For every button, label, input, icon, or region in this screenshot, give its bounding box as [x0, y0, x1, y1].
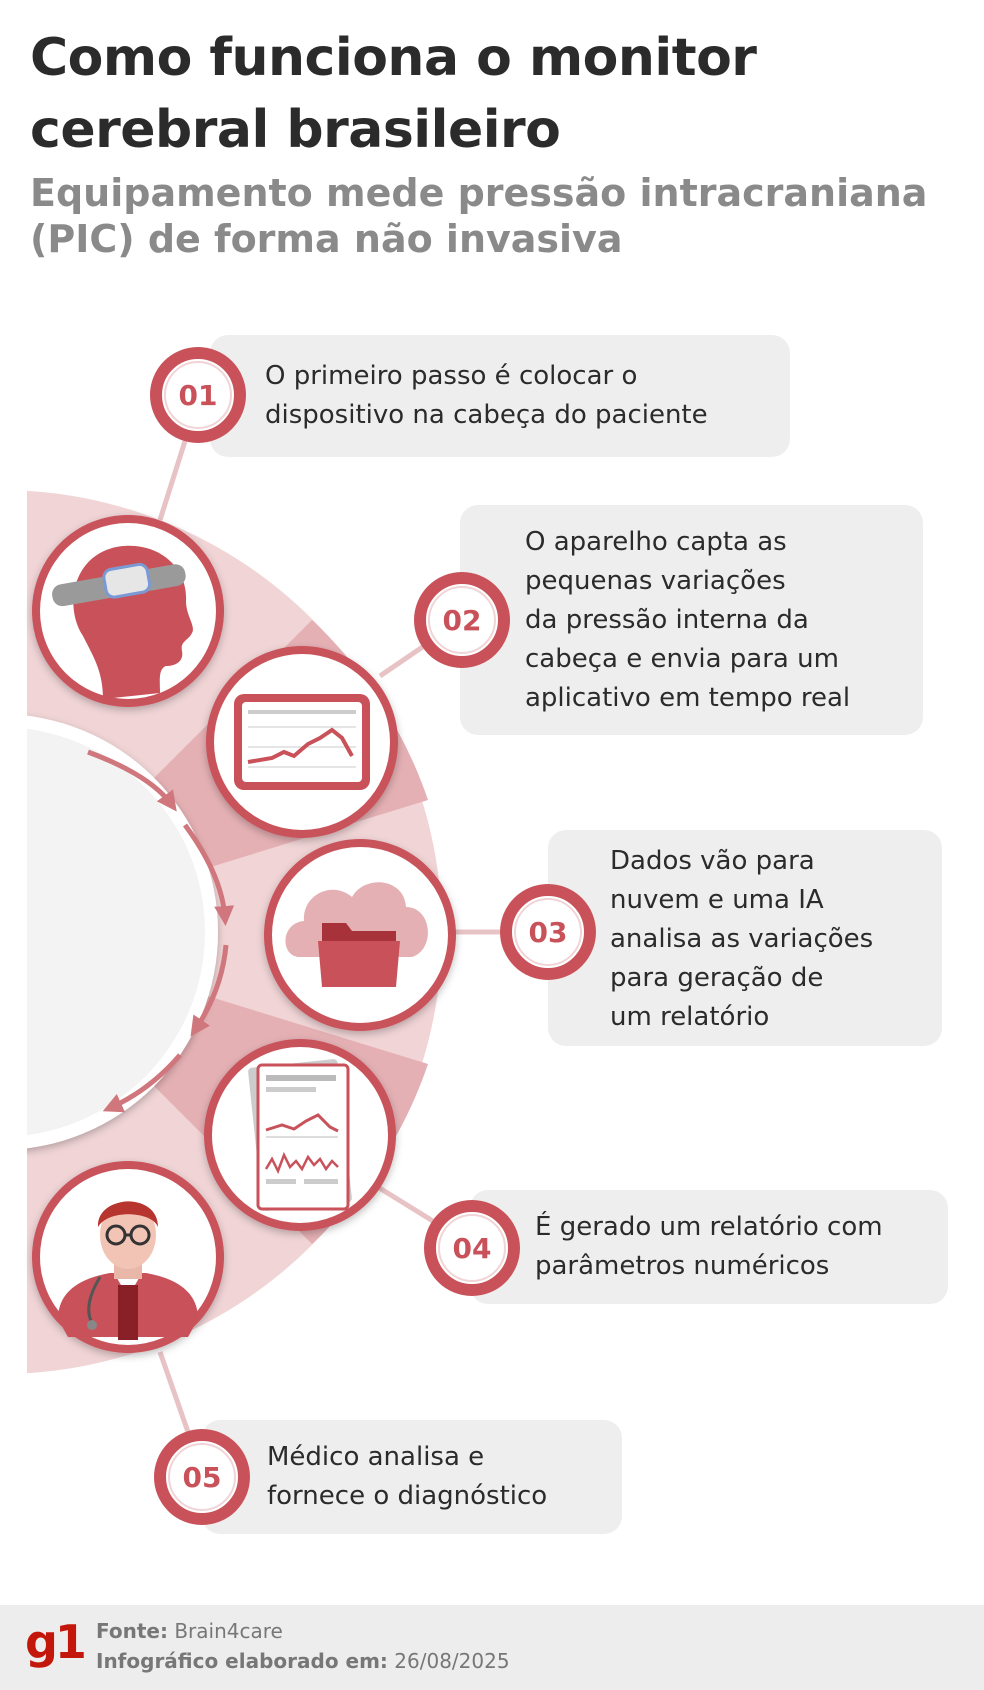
date-value: 26/08/2025 [394, 1649, 510, 1673]
source-label: Fonte: [96, 1619, 168, 1643]
step-text-line: para geração de [610, 963, 824, 993]
step-text-line: parâmetros numéricos [535, 1251, 830, 1281]
step-text-line: da pressão interna da [525, 605, 809, 635]
step-card-01: O primeiro passo é colocar o dispositivo… [210, 335, 790, 457]
step-text-line: fornece o diagnóstico [267, 1481, 548, 1511]
page-title: Como funciona o monitor cerebral brasile… [30, 28, 757, 160]
tablet-chart-icon [206, 646, 398, 838]
step-text-line: analisa as variações [610, 924, 874, 954]
source-line: Fonte: Brain4care [96, 1619, 283, 1643]
head-with-sensor-icon [32, 515, 224, 707]
date-line: Infográfico elaborado em: 26/08/2025 [96, 1649, 510, 1673]
step-card-05: Médico analisa e fornece o diagnóstico [202, 1420, 622, 1534]
source-value: Brain4care [174, 1619, 283, 1643]
step-text-line: um relatório [610, 1002, 770, 1032]
step-text-line: cabeça e envia para um [525, 644, 839, 674]
report-document-icon [204, 1039, 396, 1231]
flow-arrows [87, 749, 235, 1113]
step-card-03: Dados vão para nuvem e uma IA analisa as… [548, 830, 942, 1046]
step-text-line: O aparelho capta as [525, 527, 787, 557]
cloud-folder-icon [264, 839, 456, 1031]
date-label: Infográfico elaborado em: [96, 1649, 388, 1673]
step-text-line: Dados vão para [610, 846, 815, 876]
footer: g1 Fonte: Brain4care Infográfico elabora… [0, 1605, 984, 1690]
step-card-02: O aparelho capta as pequenas variações d… [460, 505, 923, 735]
step-card-04: É gerado um relatório com parâmetros num… [470, 1190, 948, 1304]
step-text-line: O primeiro passo é colocar o [265, 361, 638, 391]
step-text-line: dispositivo na cabeça do paciente [265, 400, 708, 430]
step-text-line: aplicativo em tempo real [525, 683, 851, 713]
page-subtitle: Equipamento mede pressão intracraniana (… [30, 171, 928, 261]
g1-logo: g1 [25, 1615, 87, 1669]
doctor-icon [32, 1161, 224, 1353]
step-text-line: É gerado um relatório com [535, 1212, 883, 1242]
step-text-line: nuvem e uma IA [610, 885, 824, 915]
step-text-line: pequenas variações [525, 566, 786, 596]
step-text-line: Médico analisa e [267, 1442, 485, 1472]
